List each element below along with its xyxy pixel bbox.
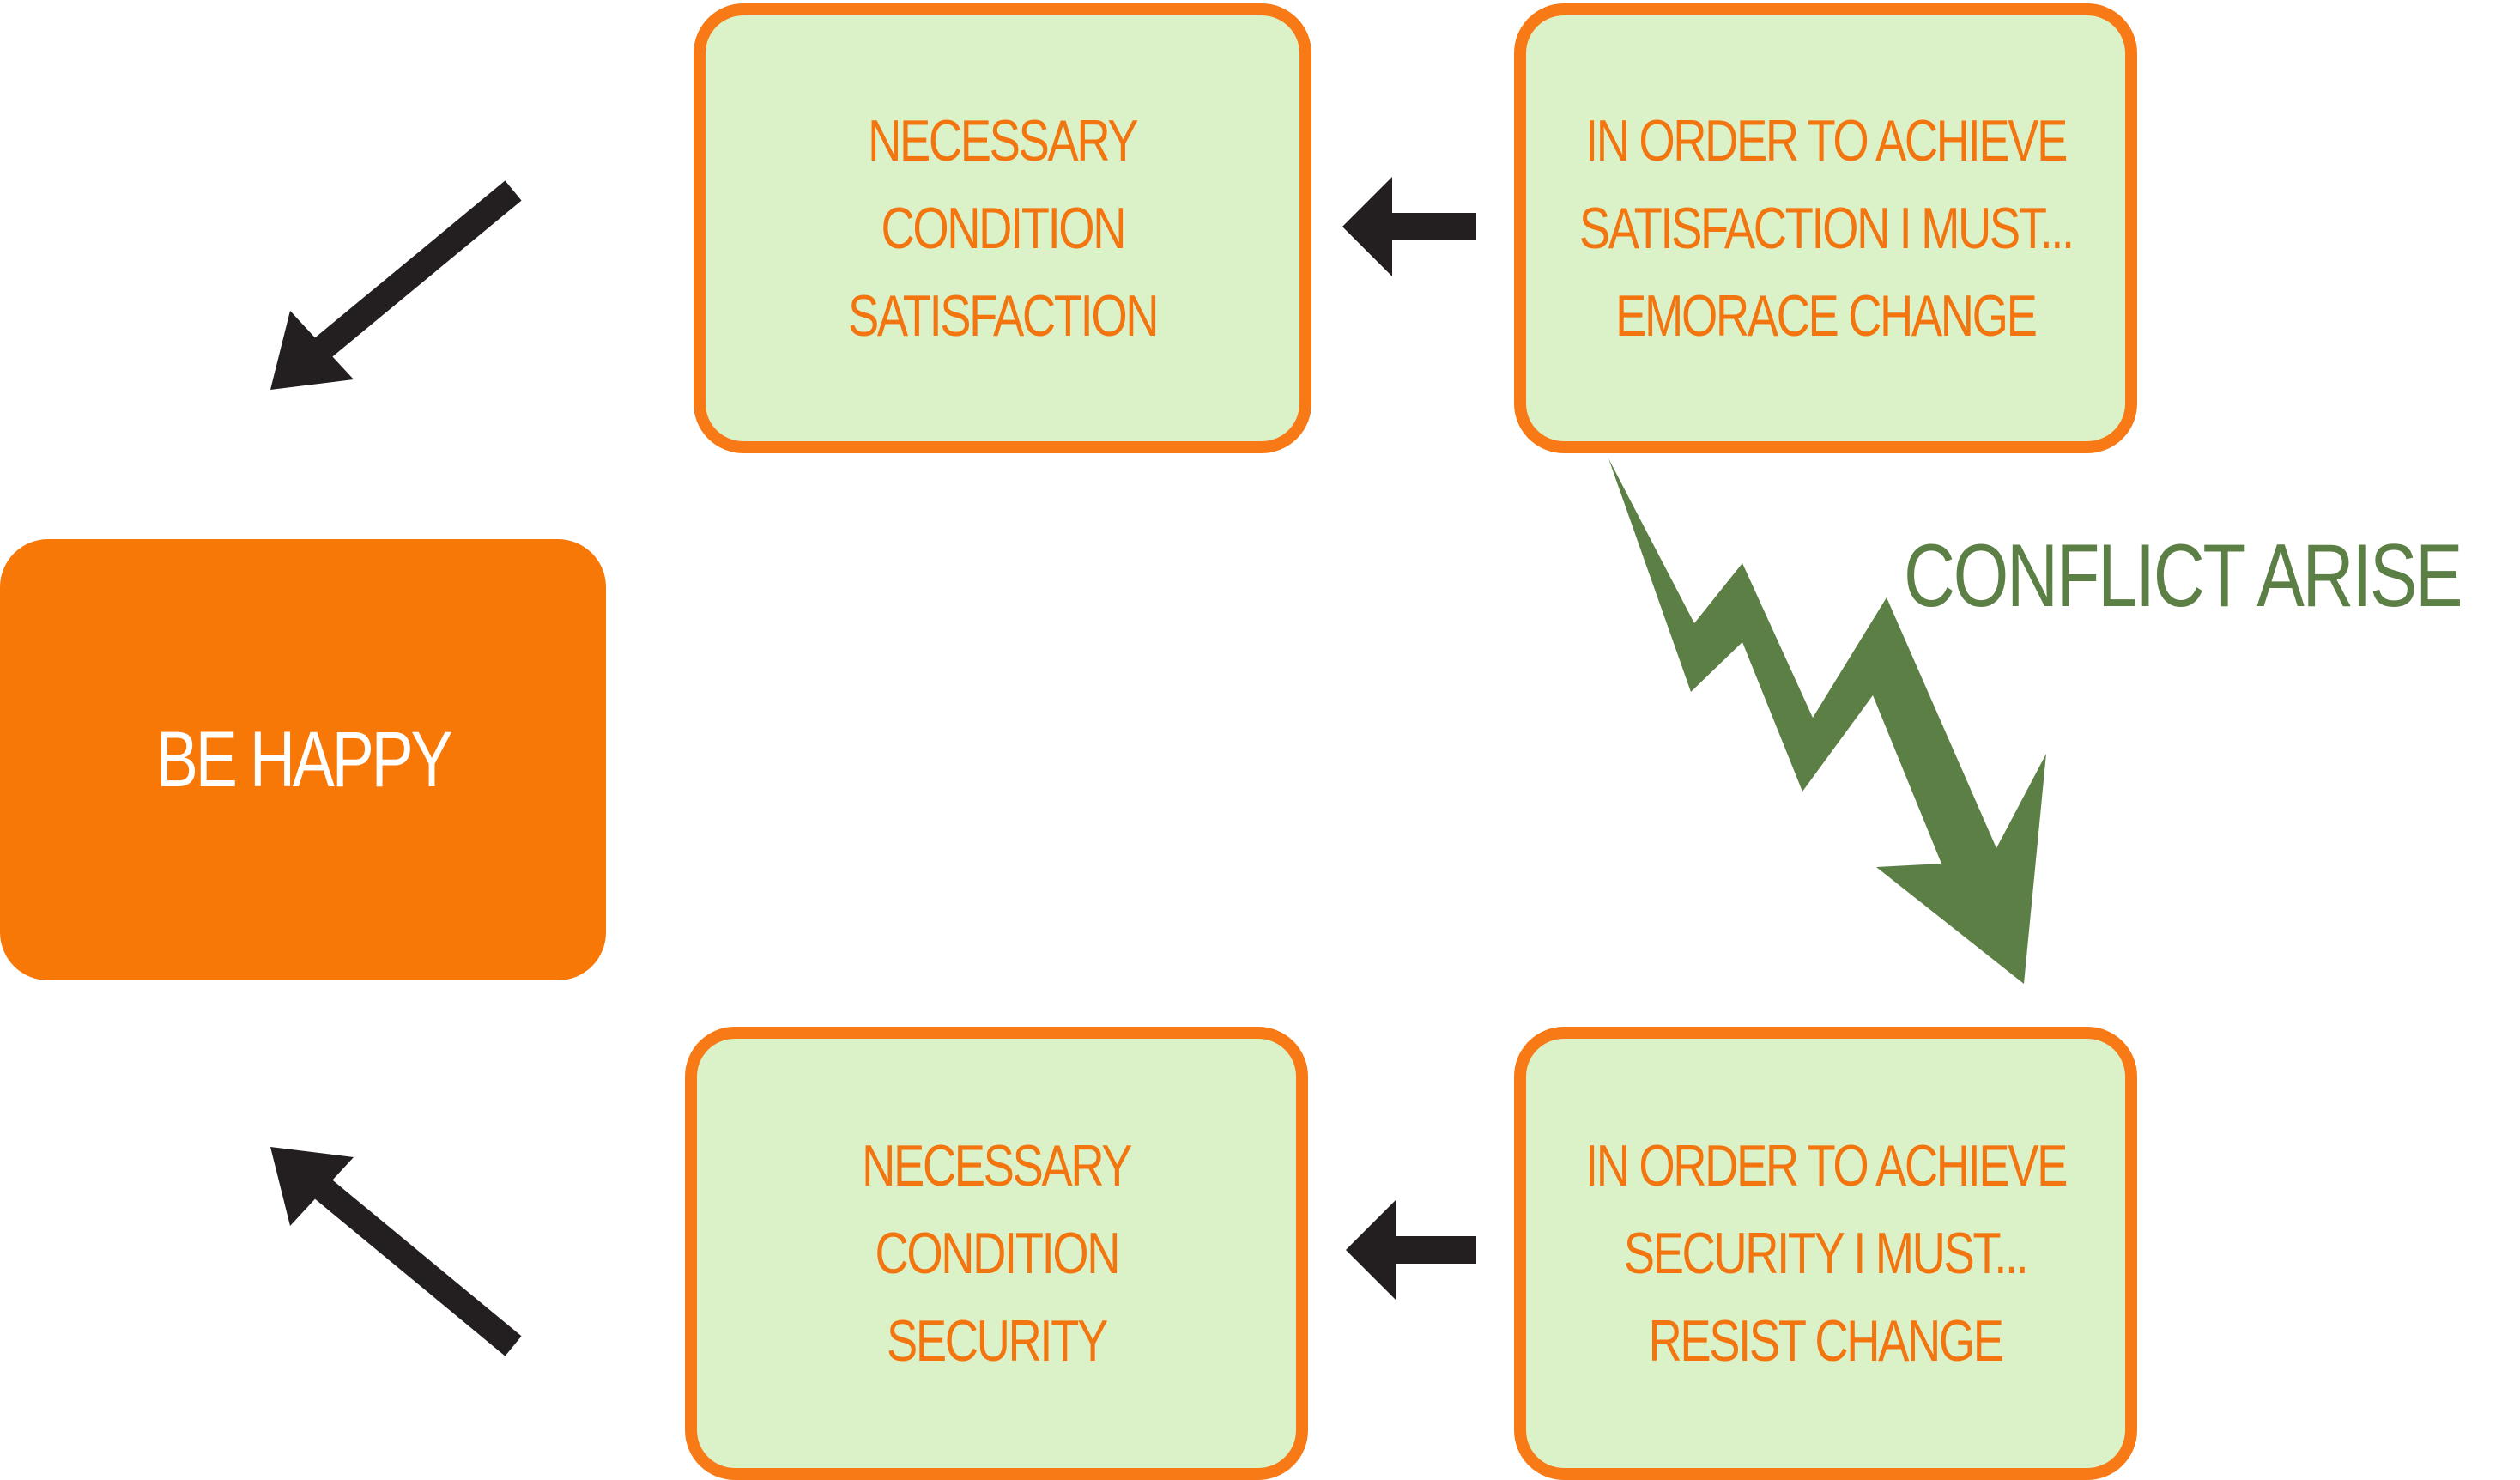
goal-box: BE HAPPY xyxy=(0,539,606,980)
prerequisite-embrace-line-2: SATISFACTION I MUST... xyxy=(1578,196,2075,261)
condition-satisfaction-box: NECESSARY CONDITION SATISFACTION xyxy=(694,3,1311,453)
prerequisite-embrace-line-3: EMORACE CHANGE xyxy=(1615,283,2038,349)
prerequisite-resist-change-box: IN ORDER TO ACHIEVE SECURITY I MUST... R… xyxy=(1514,1027,2137,1480)
arrow-embrace-to-satisfaction xyxy=(1342,177,1476,276)
conflict-lightning-bolt xyxy=(1608,458,2046,984)
condition-satisfaction-line-3: SATISFACTION xyxy=(847,283,1160,349)
arrow-resist-to-security xyxy=(1346,1200,1476,1300)
condition-security-line-2: CONDITION xyxy=(875,1221,1120,1286)
condition-security-line-1: NECESSARY xyxy=(862,1133,1132,1198)
condition-satisfaction-line-2: CONDITION xyxy=(881,196,1126,261)
goal-label: BE HAPPY xyxy=(155,715,453,804)
arrow-security-to-goal xyxy=(270,1147,522,1356)
condition-satisfaction-line-1: NECESSARY xyxy=(868,108,1138,173)
prerequisite-resist-line-1: IN ORDER TO ACHIEVE xyxy=(1585,1133,2068,1198)
condition-security-line-3: SECURITY xyxy=(887,1308,1108,1374)
prerequisite-embrace-change-box: IN ORDER TO ACHIEVE SATISFACTION I MUST.… xyxy=(1514,3,2137,453)
condition-security-box: NECESSARY CONDITION SECURITY xyxy=(685,1027,1308,1480)
prerequisite-resist-line-3: RESIST CHANGE xyxy=(1648,1308,2005,1374)
prerequisite-resist-line-2: SECURITY I MUST... xyxy=(1624,1221,2029,1286)
prerequisite-embrace-line-1: IN ORDER TO ACHIEVE xyxy=(1585,108,2068,173)
arrow-satisfaction-to-goal xyxy=(270,180,522,390)
